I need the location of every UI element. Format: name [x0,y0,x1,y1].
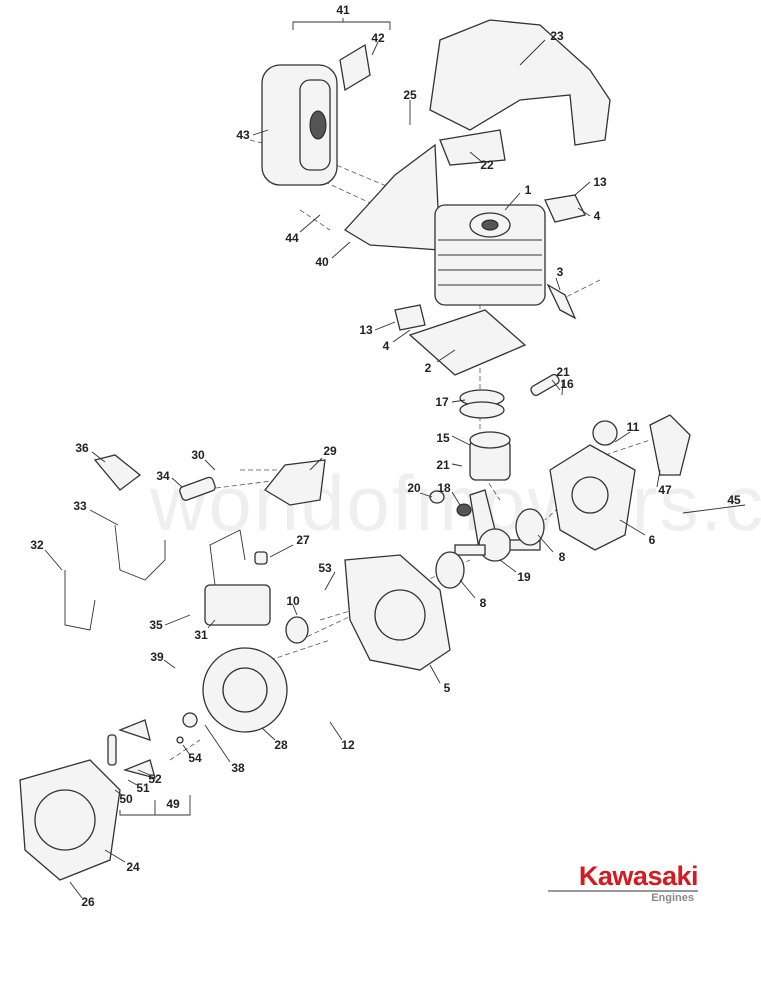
part-label: 5 [444,681,451,695]
kawasaki-logo: Kawasaki Engines [548,862,699,904]
part-label: 38 [231,761,245,775]
part-label: 35 [149,618,163,632]
recoil-starter-housing [19,759,121,881]
cylinder [434,204,546,306]
part-label: 1 [525,183,532,197]
spark-plug [179,476,216,501]
part-label: 15 [436,431,450,445]
ground-wire [64,570,96,631]
grommet [93,454,142,491]
washer [176,736,184,744]
stop-wire [114,524,166,581]
part-label: 20 [407,481,421,495]
intake-plate-bottom [394,304,426,331]
part-label: 25 [403,88,417,102]
ignition-coil [204,529,271,626]
cover-pad [439,129,506,166]
part-label: 10 [286,594,300,608]
bracket [546,283,577,320]
part-label: 27 [296,533,310,547]
logo-sub: Engines [651,892,694,904]
part-label: 17 [435,395,449,409]
washer [429,490,445,504]
part-label: 52 [148,772,162,786]
clutch-spring [107,734,117,766]
starter-pawl-assembly [649,414,691,476]
part-label: 13 [593,175,607,189]
crankcase-left [344,554,451,671]
part-label: 4 [594,209,601,223]
sleeve [254,551,268,565]
part-label: 41 [336,3,350,17]
part-label: 44 [285,231,299,245]
oil-seal [592,420,618,446]
part-label: 22 [480,158,494,172]
part-label: 16 [560,377,574,391]
part-label: 50 [119,792,133,806]
part-label: 13 [359,323,373,337]
part-label: 18 [437,481,451,495]
part-label: 3 [557,265,564,279]
part-label: 30 [191,448,205,462]
oil-seal [285,616,309,644]
part-label: 21 [556,365,570,379]
part-label: 49 [166,797,180,811]
piston-ring [459,401,505,419]
part-label: 51 [136,781,150,795]
part-label: 23 [550,29,564,43]
part-label: 29 [323,444,337,458]
part-label: 53 [318,561,332,575]
part-label: 12 [341,738,355,752]
part-label: 24 [126,860,140,874]
bearing [435,551,465,589]
part-label: 33 [73,499,87,513]
plug-cover [264,459,326,506]
part-label: 28 [274,738,288,752]
crankshaft [454,489,541,562]
part-label: 40 [315,255,329,269]
part-label: 42 [371,31,385,45]
part-label: 47 [658,483,672,497]
muffler-gasket [343,143,441,251]
part-label: 11 [627,420,640,434]
part-label: 2 [425,361,432,375]
part-label: 8 [480,596,487,610]
part-label: 34 [156,469,170,483]
part-label: 32 [30,538,44,552]
piston-pin [530,373,560,397]
muffler-bracket [339,43,371,92]
nut [182,712,198,728]
part-label: 43 [236,128,250,142]
part-label: 6 [649,533,656,547]
engine-cover [429,19,611,146]
logo-brand: Kawasaki [548,862,699,892]
part-label: 54 [188,751,202,765]
cylinder-gasket [408,309,527,376]
part-label: 4 [383,339,390,353]
flywheel [202,647,288,733]
part-label: 8 [559,550,566,564]
clutch-shoe [118,719,151,741]
part-label: 21 [436,458,450,472]
part-label: 36 [75,441,89,455]
piston [469,431,511,481]
needle-bearing [456,503,472,517]
part-label: 39 [150,650,164,664]
part-label: 26 [81,895,95,909]
part-label: 19 [517,570,531,584]
part-label: 31 [194,628,208,642]
part-label: 45 [727,493,741,507]
muffler [261,64,338,186]
part-labels: 41 42 23 25 43 22 13 1 4 44 40 3 13 4 2 … [30,3,741,909]
crankcase-right [549,444,636,551]
leader-lines [44,18,746,899]
bearing [515,508,545,546]
intake-plate-top [544,194,586,223]
